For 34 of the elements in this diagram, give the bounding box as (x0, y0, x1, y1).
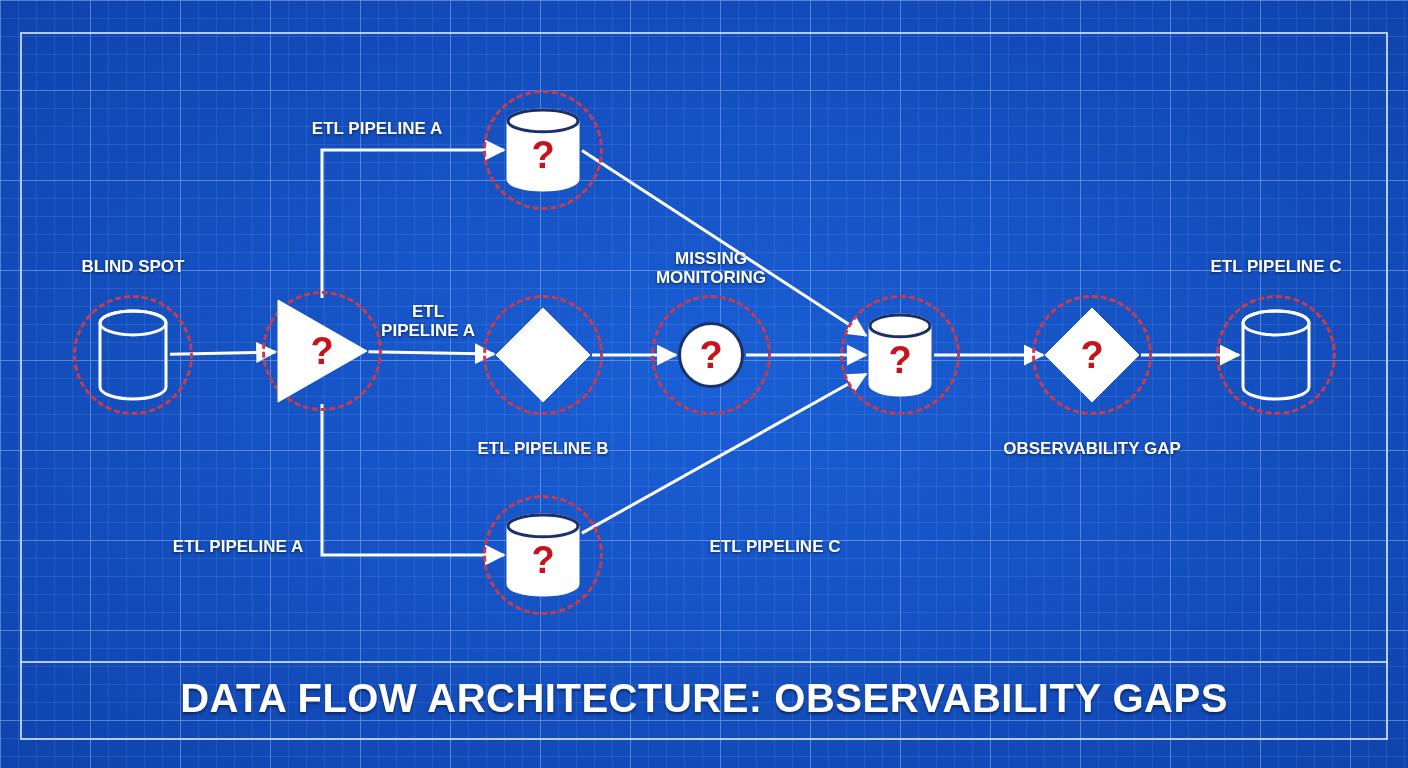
arrow (1141, 344, 1241, 366)
arrow (592, 344, 678, 366)
diagram-title: DATA FLOW ARCHITECTURE: OBSERVABILITY GAPS (180, 676, 1228, 720)
arrow (320, 404, 506, 566)
question-mark: ? (888, 341, 912, 379)
node-caption: MISSING MONITORING (654, 250, 768, 288)
database-cylinder (868, 313, 932, 397)
edge-label: ETL PIPELINE A (171, 538, 305, 557)
arrow (934, 344, 1045, 366)
node-caption: BLIND SPOT (80, 258, 186, 277)
arrow (581, 149, 868, 337)
node-caption: ETL PIPELINE B (476, 440, 610, 459)
circle-shape (678, 322, 744, 388)
edge-label: ETL PIPELINE C (708, 538, 842, 557)
database-cylinder (506, 108, 580, 192)
database-cylinder (98, 309, 168, 401)
arrow (169, 341, 278, 363)
question-mark: ? (1080, 336, 1104, 374)
question-mark: ? (531, 136, 555, 174)
node-caption: ETL PIPELINE C (1209, 258, 1343, 277)
triangle-shape (277, 300, 367, 402)
question-mark: ? (699, 336, 723, 374)
arrow (320, 139, 506, 298)
arrow (746, 344, 868, 366)
database-cylinder (506, 513, 580, 597)
decision-diamond (1045, 308, 1139, 402)
edge-label: ETL PIPELINE A (310, 120, 444, 139)
edge-label: ETL PIPELINE A (380, 303, 476, 341)
arrow (368, 343, 496, 365)
decision-diamond (496, 308, 590, 402)
node-caption: OBSERVABILITY GAP (1002, 440, 1182, 459)
question-mark: ? (531, 541, 555, 579)
question-mark: ? (310, 332, 334, 370)
database-cylinder (1241, 309, 1311, 401)
